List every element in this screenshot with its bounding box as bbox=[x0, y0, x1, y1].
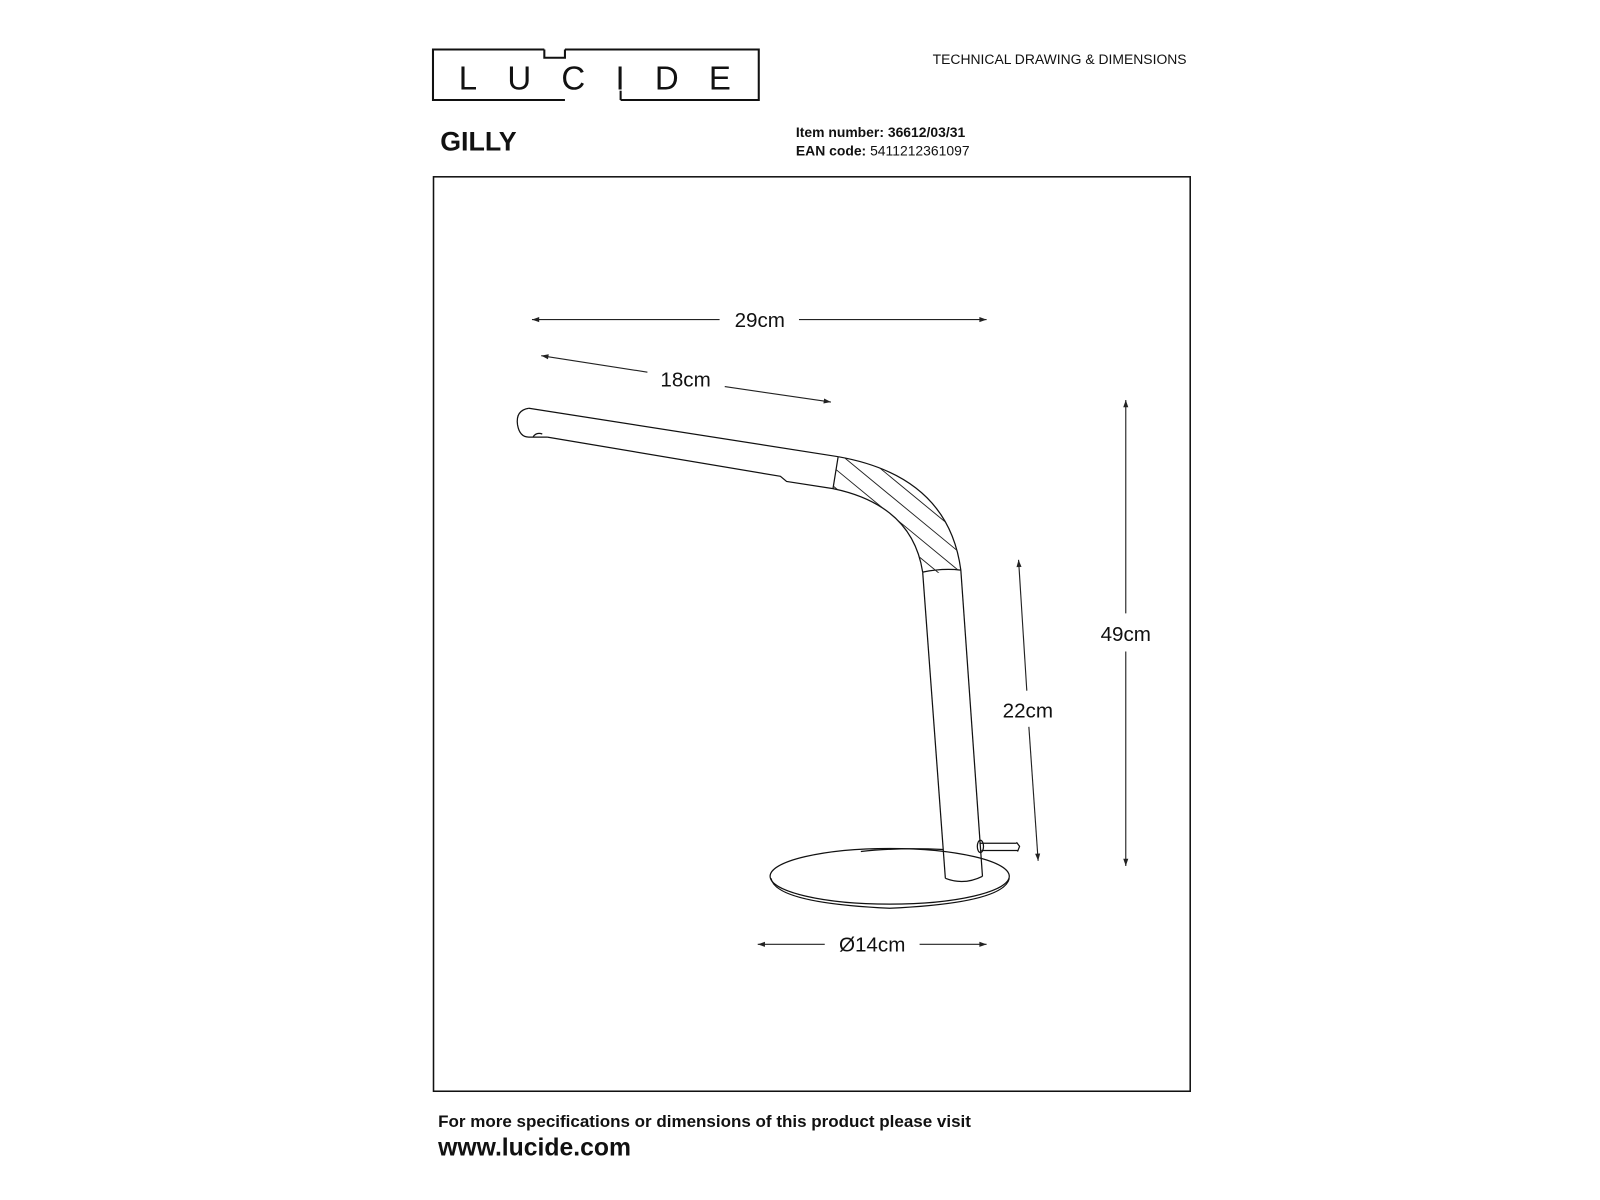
item-number-row: Item number: 36612/03/31 bbox=[796, 124, 966, 140]
ean-value: 5411212361097 bbox=[870, 143, 970, 159]
dimension-label-49cm: 49cm bbox=[1101, 623, 1151, 646]
logo-text: LUCIDE bbox=[459, 60, 731, 97]
footer-note: For more specifications or dimensions of… bbox=[438, 1112, 971, 1131]
ean-row: EAN code: 5411212361097 bbox=[796, 143, 970, 159]
dimension-label-18cm: 18cm bbox=[660, 369, 710, 392]
footer-url[interactable]: www.lucide.com bbox=[437, 1135, 631, 1162]
dimension-label-22cm: 22cm bbox=[1003, 700, 1053, 723]
dimension-total-height: 49cm bbox=[1101, 399, 1151, 866]
item-number-label: Item number: bbox=[796, 124, 884, 140]
dimension-post-height: 22cm bbox=[1003, 559, 1053, 861]
product-name: GILLY bbox=[440, 127, 517, 157]
dimension-base-diameter: Ø14cm bbox=[757, 934, 987, 957]
dimension-total-width: 29cm bbox=[531, 309, 987, 332]
document-type: TECHNICAL DRAWING & DIMENSIONS bbox=[933, 51, 1187, 67]
dimension-label-29cm: 29cm bbox=[735, 309, 785, 332]
lamp-drawing bbox=[516, 407, 1021, 909]
lucide-logo: LUCIDE bbox=[431, 48, 760, 102]
drawing-frame bbox=[432, 176, 1191, 1093]
dimension-label-14cm: Ø14cm bbox=[839, 934, 905, 957]
item-number-value: 36612/03/31 bbox=[888, 124, 966, 140]
ean-label: EAN code: bbox=[796, 143, 866, 159]
dimension-arm-length: 18cm bbox=[541, 354, 832, 404]
elbow-hatching bbox=[832, 456, 961, 573]
